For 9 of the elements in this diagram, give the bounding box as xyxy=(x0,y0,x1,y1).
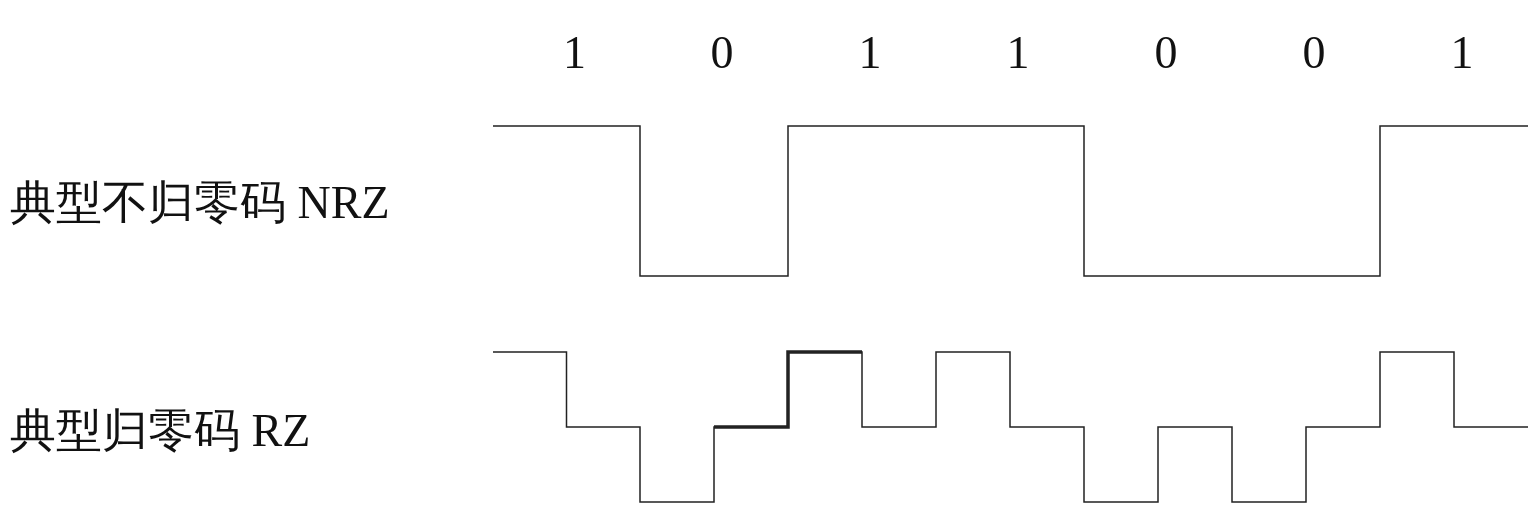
bit-label: 0 xyxy=(1302,30,1326,76)
bit-label: 1 xyxy=(1450,30,1474,76)
signal-name: 典型归零码 RZ xyxy=(10,408,311,454)
bit-label: 1 xyxy=(1006,30,1030,76)
signal-name: 典型不归零码 NRZ xyxy=(10,180,390,226)
bit-label: 1 xyxy=(563,30,586,76)
bit-label: 0 xyxy=(710,30,734,76)
bit-label: 0 xyxy=(1154,30,1178,76)
bit-label: 1 xyxy=(858,30,882,76)
